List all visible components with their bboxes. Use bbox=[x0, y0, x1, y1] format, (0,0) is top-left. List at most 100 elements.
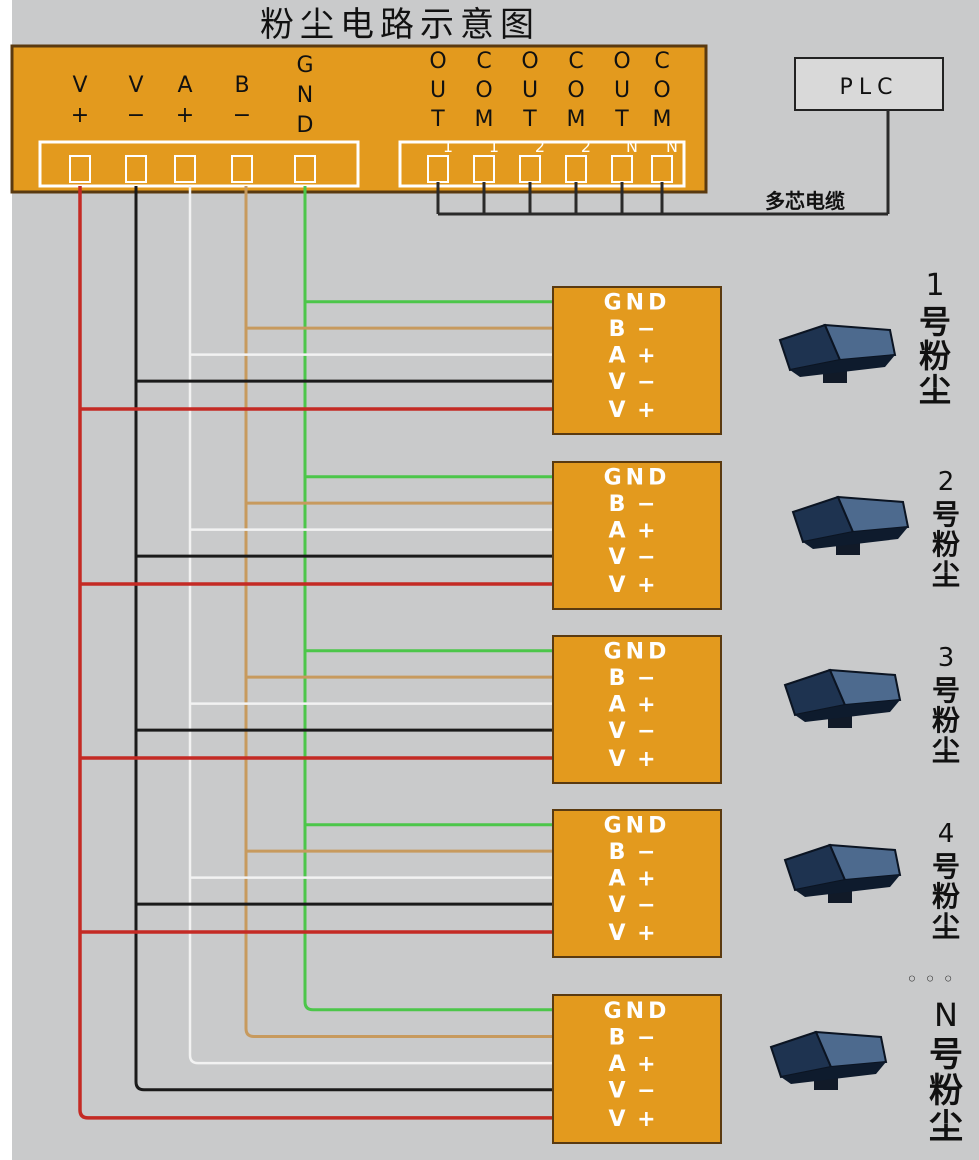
output-label-char: O bbox=[475, 78, 492, 103]
sensor-pin-label: V + bbox=[608, 573, 657, 598]
terminal-label-bottom: − bbox=[127, 103, 145, 128]
output-label-char: O bbox=[521, 49, 538, 74]
sensor-terminal-box bbox=[552, 809, 722, 958]
terminal-label-top: V bbox=[72, 73, 87, 98]
sensor-name-char: 尘 bbox=[932, 734, 960, 767]
output-terminal-strip bbox=[398, 140, 686, 188]
output-label-char: U bbox=[614, 78, 630, 103]
output-terminal-block bbox=[565, 155, 587, 183]
terminal-label-top: V bbox=[128, 73, 143, 98]
sensor-base-shadow bbox=[795, 875, 900, 897]
output-tick-label: 2 bbox=[535, 137, 545, 156]
sensor-name-char: 号 bbox=[932, 850, 960, 883]
sensor-name-char: 号 bbox=[932, 674, 960, 707]
plc-box bbox=[794, 57, 944, 111]
sensor-pin-label: GND bbox=[604, 999, 671, 1024]
sensor-pin-label: V + bbox=[608, 1107, 657, 1132]
plc-label: PLC bbox=[840, 75, 899, 100]
sensor-pin-label: V − bbox=[608, 893, 657, 918]
sensor-name-char: 粉 bbox=[929, 1071, 963, 1111]
terminal-label-top: B bbox=[234, 73, 249, 98]
output-label-char: C bbox=[568, 49, 583, 74]
cable-label: 多芯电缆 bbox=[765, 189, 845, 213]
sensor-terminal-box bbox=[552, 286, 722, 435]
output-terminal-block bbox=[651, 155, 673, 183]
b-minus-wire-bus bbox=[244, 186, 553, 1038]
sensor-name-char: 尘 bbox=[932, 558, 960, 591]
more-sensors-ellipsis: ◦ ◦ ◦ bbox=[906, 967, 954, 991]
bus-terminal-block bbox=[231, 155, 253, 183]
sensor-name-char: 尘 bbox=[932, 910, 960, 943]
output-label-char: C bbox=[476, 49, 491, 74]
output-label-char: T bbox=[430, 107, 445, 132]
terminal-label-top: A bbox=[177, 73, 192, 98]
v-minus-wire-bus bbox=[134, 186, 553, 1092]
sensor-pin-label: V + bbox=[608, 921, 657, 946]
sensor-pin-label: V − bbox=[608, 719, 657, 744]
output-tick-label: 1 bbox=[443, 137, 453, 156]
output-label-char: M bbox=[475, 107, 494, 132]
output-label-char: U bbox=[430, 78, 446, 103]
diagram-title: 粉尘电路示意图 bbox=[260, 5, 540, 45]
output-label-char: O bbox=[613, 49, 630, 74]
sensor-name-char: 粉 bbox=[932, 704, 960, 737]
sensor-name-char: 尘 bbox=[929, 1107, 963, 1147]
sensor-pin-label: B − bbox=[609, 317, 658, 342]
sensor-base-shadow bbox=[781, 1062, 886, 1084]
output-label-char: O bbox=[567, 78, 584, 103]
sensor-number-label: 2 bbox=[938, 467, 955, 497]
sensor-pin-label: B − bbox=[609, 1025, 658, 1050]
sensor-base-shadow bbox=[790, 355, 895, 377]
sensor-pin-label: A + bbox=[608, 867, 657, 892]
gnd-wire-bus bbox=[303, 186, 553, 1012]
sensor-number-label: 3 bbox=[938, 643, 955, 673]
sensor-pin-label: GND bbox=[604, 291, 671, 316]
sensor-pin-label: B − bbox=[609, 840, 658, 865]
output-terminal-block bbox=[519, 155, 541, 183]
output-tick-label: 2 bbox=[581, 137, 591, 156]
output-label-char: M bbox=[567, 107, 586, 132]
output-label-char: U bbox=[522, 78, 538, 103]
multicore-cable bbox=[436, 110, 890, 216]
terminal-label-gnd-char: D bbox=[297, 113, 314, 138]
sensor-pin-label: A + bbox=[608, 519, 657, 544]
bus-wires bbox=[78, 186, 553, 1120]
output-terminal-block bbox=[427, 155, 449, 183]
bus-terminal-block bbox=[125, 155, 147, 183]
output-label-char: O bbox=[429, 49, 446, 74]
terminal-label-bottom: − bbox=[233, 103, 251, 128]
sensor-terminal-box bbox=[552, 994, 722, 1144]
sensor-name-char: 号 bbox=[919, 303, 951, 341]
output-label-char: T bbox=[614, 107, 629, 132]
sensor-base-shadow bbox=[795, 700, 900, 722]
bus-terminal-block bbox=[174, 155, 196, 183]
sensor-pin-label: A + bbox=[608, 344, 657, 369]
output-terminal-block bbox=[611, 155, 633, 183]
sensor-name-char: 号 bbox=[929, 1035, 963, 1075]
sensor-pin-label: V + bbox=[608, 398, 657, 423]
sensor-pin-label: V + bbox=[608, 747, 657, 772]
sensor-name-char: 粉 bbox=[932, 528, 960, 561]
sensor-pin-label: GND bbox=[604, 640, 671, 665]
terminal-label-gnd-char: N bbox=[297, 83, 313, 108]
sensor-name-char: 粉 bbox=[932, 880, 960, 913]
terminal-label-gnd-char: G bbox=[296, 53, 313, 78]
output-label-char: C bbox=[654, 49, 669, 74]
output-label-char: O bbox=[653, 78, 670, 103]
bus-terminal-block bbox=[294, 155, 316, 183]
sensor-pin-label: GND bbox=[604, 814, 671, 839]
plc-unit: PLC bbox=[794, 57, 944, 111]
dust-sensor-icon bbox=[783, 668, 902, 728]
sensor-pin-label: A + bbox=[608, 693, 657, 718]
sensor-pin-label: B − bbox=[609, 666, 658, 691]
sensor-name-char: 粉 bbox=[919, 337, 951, 375]
output-tick-label: N bbox=[666, 137, 678, 156]
